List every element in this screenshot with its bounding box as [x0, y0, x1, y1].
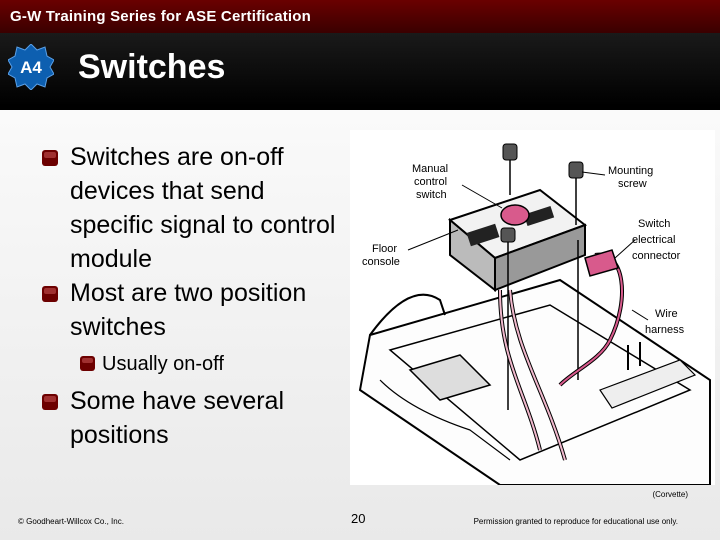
label-mounting-2: screw — [618, 178, 647, 190]
label-switch-1: Switch — [638, 218, 670, 230]
footer-copyright: © Goodheart-Willcox Co., Inc. — [18, 517, 124, 526]
label-manual-2: control — [414, 176, 447, 188]
label-floor-1: Floor — [372, 243, 397, 255]
a4-badge: A4 — [8, 44, 54, 90]
series-title: G-W Training Series for ASE Certificatio… — [10, 8, 312, 25]
bullet-item: Switches are on-off devices that send sp… — [40, 140, 340, 276]
title-band — [0, 33, 720, 106]
label-mounting-1: Mounting — [608, 165, 653, 177]
bullet-item: Most are two position switches — [40, 276, 340, 344]
label-manual-1: Manual — [412, 163, 448, 175]
page-number: 20 — [351, 511, 366, 526]
label-floor-2: console — [362, 256, 400, 268]
bullet-icon — [42, 394, 58, 410]
bullet-text: Some have several positions — [70, 387, 285, 449]
bullet-text: Switches are on-off devices that send sp… — [70, 143, 336, 273]
label-wire-1: Wire — [655, 308, 678, 320]
label-wire-2: harness — [645, 324, 685, 336]
slide-title: Switches — [78, 48, 226, 86]
sub-bullet-icon — [80, 356, 95, 371]
sub-bullet-item: Usually on-off — [40, 350, 340, 378]
bullet-text: Most are two position switches — [70, 279, 307, 341]
label-switch-3: connector — [632, 250, 681, 262]
bullet-icon — [42, 150, 58, 166]
figure-credit: (Corvette) — [652, 490, 688, 499]
label-manual-3: switch — [416, 189, 447, 201]
bullet-list: Switches are on-off devices that send sp… — [40, 140, 340, 452]
bullet-item: Some have several positions — [40, 384, 340, 452]
label-switch-2: electrical — [632, 234, 675, 246]
switch-illustration: Manual control switch Mounting screw Flo… — [350, 130, 715, 485]
footer-permission: Permission granted to reproduce for educ… — [473, 517, 678, 526]
badge-label: A4 — [20, 58, 42, 77]
header-bar: G-W Training Series for ASE Certificatio… — [0, 0, 720, 33]
bullet-icon — [42, 286, 58, 302]
sub-bullet-text: Usually on-off — [102, 353, 224, 375]
